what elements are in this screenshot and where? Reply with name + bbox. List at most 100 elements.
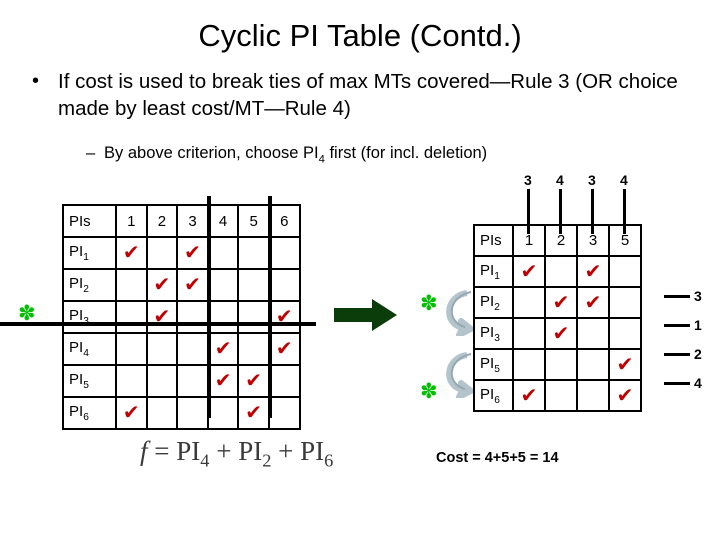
column-header-4: 4 [206, 204, 240, 238]
cell-PI5-6 [267, 364, 301, 398]
cell-PI6-2 [544, 379, 578, 412]
cell-PI3-2: ✔ [145, 300, 179, 334]
row-cost-label-PI2: 3 [694, 287, 702, 304]
row-label-subscript: 3 [494, 332, 500, 344]
table-row: PI2✔✔ [473, 286, 673, 319]
cell-PI4-6: ✔ [267, 332, 301, 366]
cell-PI6-3 [176, 396, 209, 430]
cell-PI6-5: ✔ [608, 379, 642, 412]
check-icon: ✔ [184, 240, 201, 264]
strike-row-pi4 [0, 322, 316, 326]
check-icon: ✔ [275, 304, 293, 328]
cell-PI4-1 [115, 332, 148, 366]
cell-PI3-6: ✔ [267, 300, 301, 334]
cell-PI2-5 [608, 286, 642, 319]
check-icon: ✔ [122, 240, 140, 264]
table-corner-label: PIs [473, 224, 514, 257]
check-icon: ✔ [245, 400, 263, 424]
row-label-PI1: PI1 [473, 255, 514, 288]
row-label-PI3: PI3 [473, 317, 514, 350]
check-icon: ✔ [616, 382, 634, 407]
row-cost-line-PI5 [664, 353, 690, 356]
cell-PI1-5 [237, 236, 270, 270]
cell-PI3-1 [512, 317, 546, 350]
check-icon: ✔ [616, 351, 634, 376]
column-header-5: 5 [237, 204, 270, 238]
cell-PI2-5 [237, 268, 270, 302]
check-icon: ✔ [275, 336, 293, 360]
cell-PI6-1: ✔ [115, 396, 148, 430]
formula-term-PI4: PI4 [176, 436, 210, 471]
curved-arrow-lower-icon [446, 352, 473, 398]
column-header-3: 3 [176, 204, 209, 238]
cell-PI6-4 [206, 396, 240, 430]
cover-formula: f = PI4 + PI2 + PI6 [140, 436, 333, 471]
cell-PI1-1: ✔ [512, 255, 546, 288]
formula-lhs: f [140, 436, 148, 466]
cell-PI1-5 [608, 255, 642, 288]
bullet-dash-icon: – [86, 144, 96, 162]
row-label-PI2: PI2 [62, 268, 117, 302]
bullet-level-2-text-before: By above criterion, choose PI [104, 144, 319, 162]
row-label-subscript: 1 [494, 270, 500, 282]
bullet-level-2-text-after: first (for incl. deletion) [324, 144, 488, 162]
cell-PI2-4 [206, 268, 240, 302]
cell-PI1-2 [145, 236, 179, 270]
check-icon: ✔ [122, 400, 140, 424]
formula-term-subscript: 4 [200, 450, 210, 471]
check-icon: ✔ [153, 272, 171, 296]
row-label-PI1: PI1 [62, 236, 117, 270]
table-row: PI2 ✔ ✔ [62, 268, 301, 302]
cell-PI6-2 [145, 396, 179, 430]
cell-PI3-4 [206, 300, 240, 334]
cell-PI5-1 [512, 348, 546, 381]
check-icon: ✔ [214, 336, 232, 360]
cell-PI5-2 [145, 364, 179, 398]
table-row: PI1✔✔ [62, 236, 301, 270]
cell-PI1-6 [267, 236, 301, 270]
cell-PI5-3 [176, 364, 209, 398]
row-label-PI6: PI6 [62, 396, 117, 430]
row-label-PI5: PI5 [473, 348, 514, 381]
row-label-subscript: 1 [83, 252, 89, 263]
cell-PI3-3 [176, 300, 209, 334]
row-label-subscript: 2 [494, 301, 500, 313]
cell-PI5-3 [576, 348, 610, 381]
bullet-level-2: – By above criterion, choose PI4 first (… [86, 142, 686, 170]
cell-PI2-6 [267, 268, 301, 302]
column-cost-line-2 [558, 189, 562, 234]
cost-caption: Cost = 4+5+5 = 14 [436, 450, 559, 466]
table-row: PI4 ✔ ✔ [62, 332, 301, 366]
row-cost-line-PI6 [664, 382, 690, 385]
cell-PI3-3 [576, 317, 610, 350]
strike-column-6 [268, 196, 272, 418]
row-label-subscript: 5 [83, 380, 89, 391]
row-cost-label-PI6: 4 [694, 374, 702, 391]
row-label-subscript: 4 [83, 348, 89, 359]
row-label-PI4: PI4 [62, 332, 117, 366]
row-label-subscript: 5 [494, 363, 500, 375]
cell-PI6-1: ✔ [512, 379, 546, 412]
row-label-subscript: 3 [83, 316, 89, 327]
check-icon: ✔ [184, 272, 201, 296]
star-marker-right-lower: ✽ [420, 379, 438, 403]
curved-arrow-upper-icon [446, 290, 473, 336]
formula-plus: + [271, 436, 301, 466]
table-row: PI3✔✔ [62, 300, 301, 334]
row-label-PI5: PI5 [62, 364, 117, 398]
cell-PI2-2: ✔ [145, 268, 179, 302]
column-cost-line-1 [526, 189, 530, 234]
column-cost-label-1: 3 [524, 172, 532, 188]
check-icon: ✔ [153, 304, 171, 328]
cell-PI5-2 [544, 348, 578, 381]
cell-PI5-1 [115, 364, 148, 398]
column-header-6: 6 [267, 204, 301, 238]
cell-PI5-5: ✔ [237, 364, 270, 398]
cell-PI1-4 [206, 236, 240, 270]
transition-arrow-icon [334, 299, 397, 331]
bullet-level-2-subscript: 4 [318, 153, 325, 166]
cell-PI1-3: ✔ [576, 255, 610, 288]
